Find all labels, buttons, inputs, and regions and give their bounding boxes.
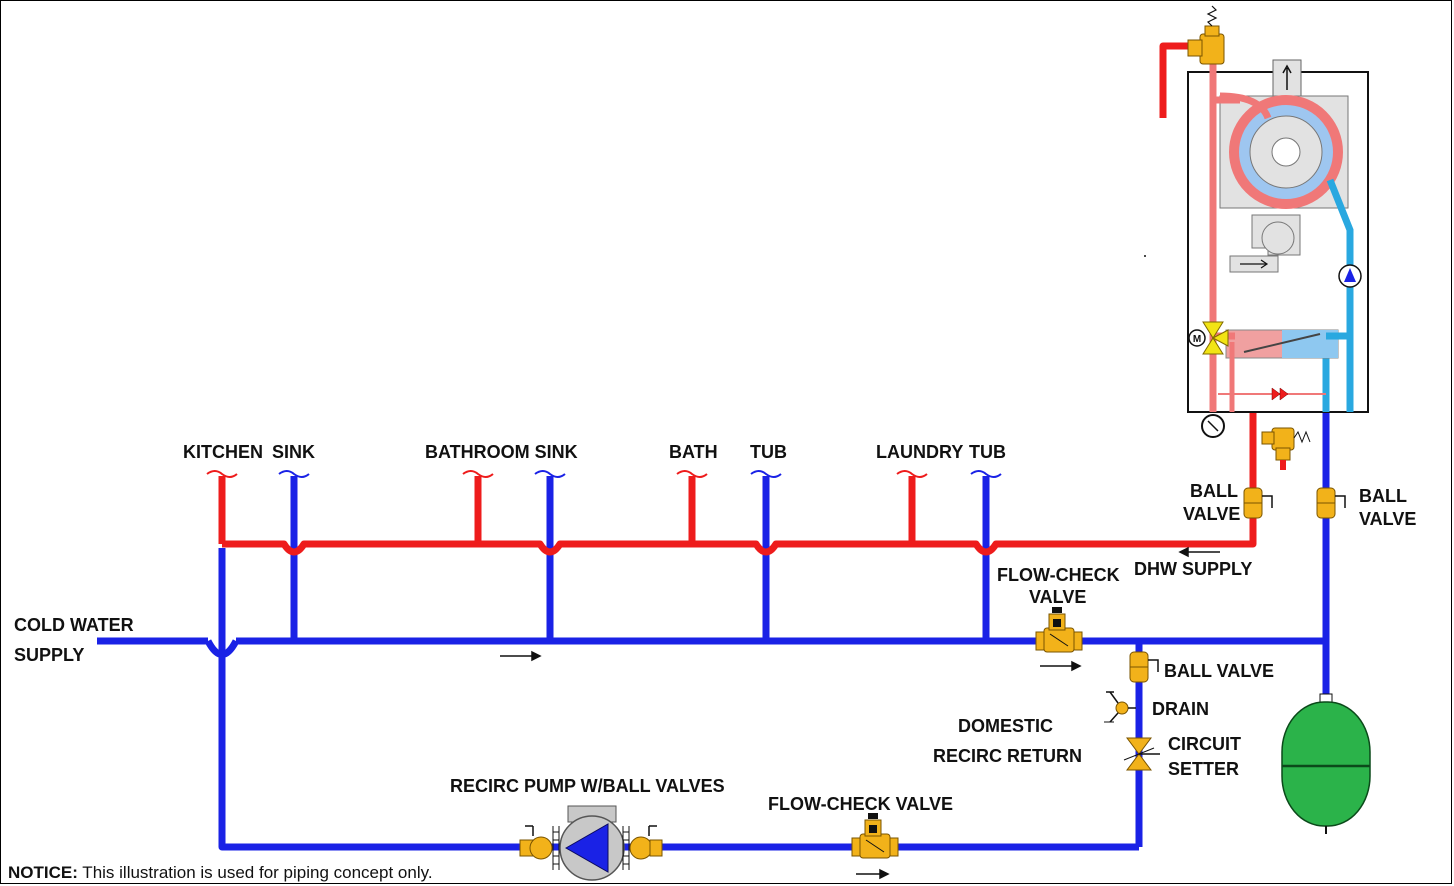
label-ball-valve-cold-line1: BALL <box>1359 486 1407 506</box>
label-ball-valve-dhw-line2: VALVE <box>1183 504 1240 524</box>
label-flow-check-line1: FLOW-CHECK <box>997 565 1120 585</box>
fixture-labels: KITCHEN SINK BATHROOM SINK BATH TUB LAUN… <box>183 442 1006 462</box>
label-kitchen-sink: SINK <box>272 442 315 462</box>
intake-arrow <box>1240 259 1269 269</box>
cold-fixture-caps <box>278 470 1002 478</box>
ball-valve-cold-icon <box>1316 487 1346 519</box>
label-laundry-tub: TUB <box>969 442 1006 462</box>
drain-valve-icon <box>1104 691 1136 723</box>
notice-body: This illustration is used for piping con… <box>78 863 433 882</box>
ball-valve-return-icon <box>1129 651 1159 683</box>
label-drain: DRAIN <box>1152 699 1209 719</box>
gauge-needle <box>1207 420 1219 432</box>
label-recirc-pump: RECIRC PUMP W/BALL VALVES <box>450 776 725 796</box>
label-domestic-line2: RECIRC RETURN <box>933 746 1082 766</box>
stray-dot <box>1144 255 1146 257</box>
flue-arrow <box>1282 64 1292 90</box>
hot-water-piping <box>218 42 1257 556</box>
label-bath-tub: TUB <box>750 442 787 462</box>
label-cold-water-line2: SUPPLY <box>14 645 84 665</box>
label-kitchen: KITCHEN <box>183 442 263 462</box>
plate-hx-divider <box>1243 333 1321 353</box>
ball-valve-dhw-icon <box>1243 487 1273 519</box>
recirc-pump-icon <box>519 805 663 881</box>
label-bathroom-sink: BATHROOM SINK <box>425 442 578 462</box>
label-cold-water-line1: COLD WATER <box>14 615 134 635</box>
valve-motor-letter: M <box>1193 334 1201 345</box>
label-circuit-setter-line2: SETTER <box>1168 759 1239 779</box>
notice-bold: NOTICE: <box>8 863 78 882</box>
flow-check-valve-main-icon <box>1035 607 1083 653</box>
recirc-return-loop <box>218 548 1139 851</box>
boiler-cold-line <box>1326 178 1354 412</box>
flow-arrows <box>500 546 1220 880</box>
three-way-valve-icon <box>1202 321 1229 355</box>
cold-water-piping <box>97 412 1330 851</box>
flow-check-valve-bottom-icon <box>851 813 899 859</box>
label-domestic-line1: DOMESTIC <box>958 716 1053 736</box>
relief-valve-discharge <box>1159 42 1196 118</box>
label-ball-valve-cold-line2: VALVE <box>1359 509 1416 529</box>
boiler: M <box>1144 59 1369 438</box>
top-relief-valve-icon <box>1187 5 1225 65</box>
lower-relief-valve-icon <box>1261 427 1311 470</box>
expansion-tank-icon <box>1281 693 1371 834</box>
circulator-arrow <box>1344 268 1356 282</box>
label-ball-valve-dhw-line1: BALL <box>1190 481 1238 501</box>
notice-text: NOTICE: This illustration is used for pi… <box>8 863 433 882</box>
label-circuit-setter-line1: CIRCUIT <box>1168 734 1241 754</box>
label-flow-check-line2: VALVE <box>1029 587 1086 607</box>
label-ball-valve-return: BALL VALVE <box>1164 661 1274 681</box>
hot-main <box>222 412 1257 556</box>
label-flow-check-bottom: FLOW-CHECK VALVE <box>768 794 953 814</box>
label-laundry: LAUNDRY <box>876 442 963 462</box>
label-bath: BATH <box>669 442 718 462</box>
boiler-hot-line-2 <box>1219 92 1272 120</box>
burner-core <box>1271 137 1301 167</box>
fan <box>1261 221 1295 255</box>
circuit-setter-icon <box>1123 737 1160 771</box>
component-labels: COLD WATER SUPPLY BALL VALVE BALL VALVE … <box>14 481 1416 814</box>
valve-motor-icon <box>1188 329 1206 347</box>
label-dhw-supply: DHW SUPPLY <box>1134 559 1252 579</box>
bypass-check-valve <box>1271 387 1289 401</box>
hot-fixture-caps <box>206 470 928 478</box>
